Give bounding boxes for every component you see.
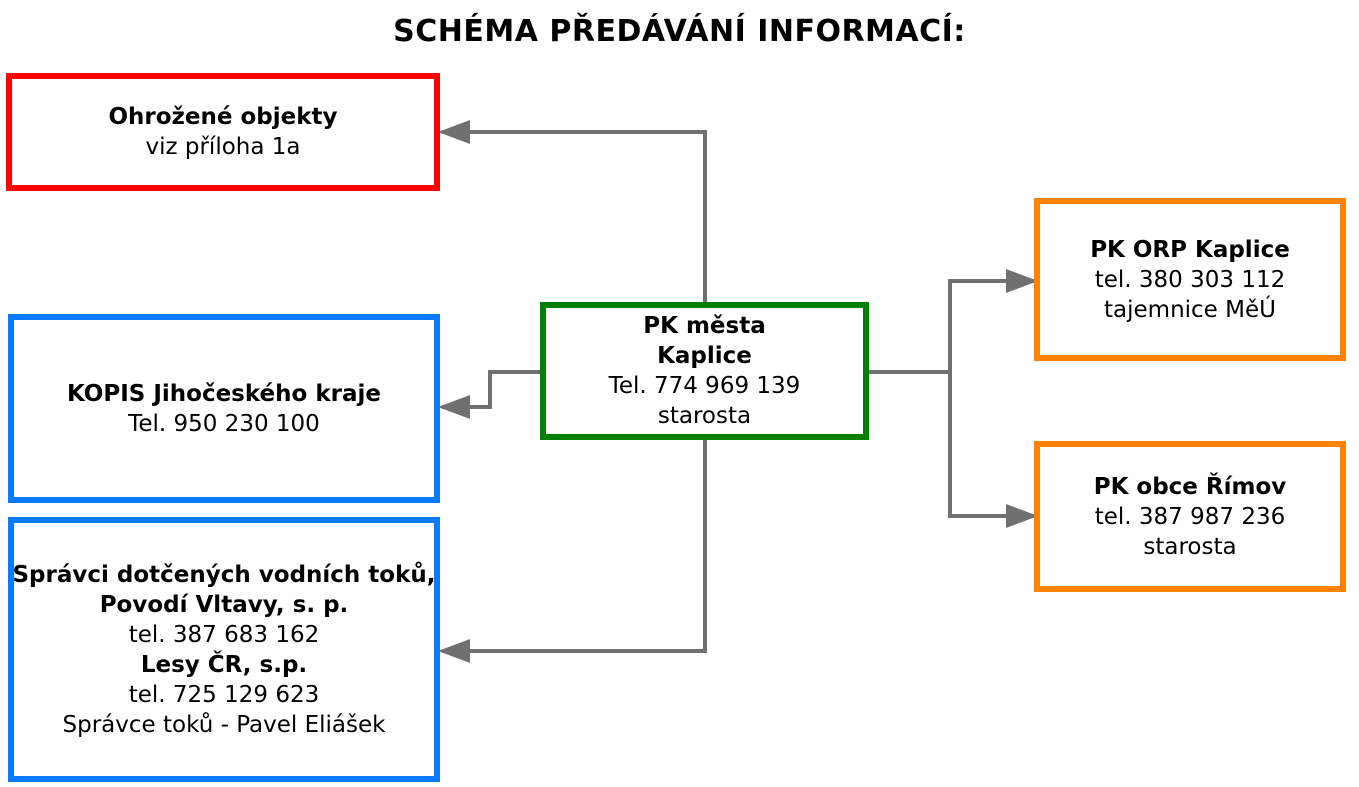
node-rimov-line-3: starosta <box>1143 533 1237 560</box>
arrow-to-kopis <box>438 370 542 419</box>
node-ohrozene-line-1: Ohrožené objekty <box>108 104 338 130</box>
node-spravci-line-6: Správce toků - Pavel Eliášek <box>62 711 386 738</box>
node-ohrozene-line-2: viz příloha 1a <box>145 134 301 160</box>
arrow-to-rimov <box>948 372 1038 528</box>
node-ohrozene-objekty: Ohrožené objekty viz příloha 1a <box>6 73 440 191</box>
node-center-line-2: Kaplice <box>657 343 752 369</box>
node-pk-obce-rimov: PK obce Římov tel. 387 987 236 starosta <box>1034 441 1346 592</box>
node-pk-mesta-kaplice: PK města Kaplice Tel. 774 969 139 staros… <box>540 302 869 440</box>
node-pk-orp-kaplice: PK ORP Kaplice tel. 380 303 112 tajemnic… <box>1034 198 1346 361</box>
node-center-line-3: Tel. 774 969 139 <box>608 373 801 399</box>
node-rimov-line-2: tel. 387 987 236 <box>1094 503 1286 530</box>
node-spravci-line-4: Lesy ČR, s.p. <box>140 651 308 678</box>
node-spravci-line-5: tel. 725 129 623 <box>128 681 320 708</box>
node-orp-line-1: PK ORP Kaplice <box>1090 236 1290 263</box>
node-spravci-line-2: Povodí Vltavy, s. p. <box>99 591 349 618</box>
node-kopis: KOPIS Jihočeského kraje Tel. 950 230 100 <box>8 314 440 503</box>
arrow-to-ohrozene <box>438 120 707 304</box>
node-spravci-line-3: tel. 387 683 162 <box>128 621 320 648</box>
node-center-line-4: starosta <box>657 403 752 429</box>
arrow-to-orp <box>948 269 1038 372</box>
arrow-to-spravci <box>438 438 707 663</box>
node-spravci-toku: Správci dotčených vodních toků, Povodí V… <box>8 517 440 782</box>
node-orp-line-3: tajemnice MěÚ <box>1104 296 1276 323</box>
diagram-title: SCHÉMA PŘEDÁVÁNÍ INFORMACÍ: <box>393 14 966 49</box>
node-spravci-line-1: Správci dotčených vodních toků, <box>12 561 436 588</box>
node-orp-line-2: tel. 380 303 112 <box>1094 266 1286 293</box>
node-center-line-1: PK města <box>643 313 766 339</box>
node-kopis-line-1: KOPIS Jihočeského kraje <box>67 380 381 407</box>
node-kopis-line-2: Tel. 950 230 100 <box>128 410 320 437</box>
node-rimov-line-1: PK obce Římov <box>1093 473 1287 500</box>
